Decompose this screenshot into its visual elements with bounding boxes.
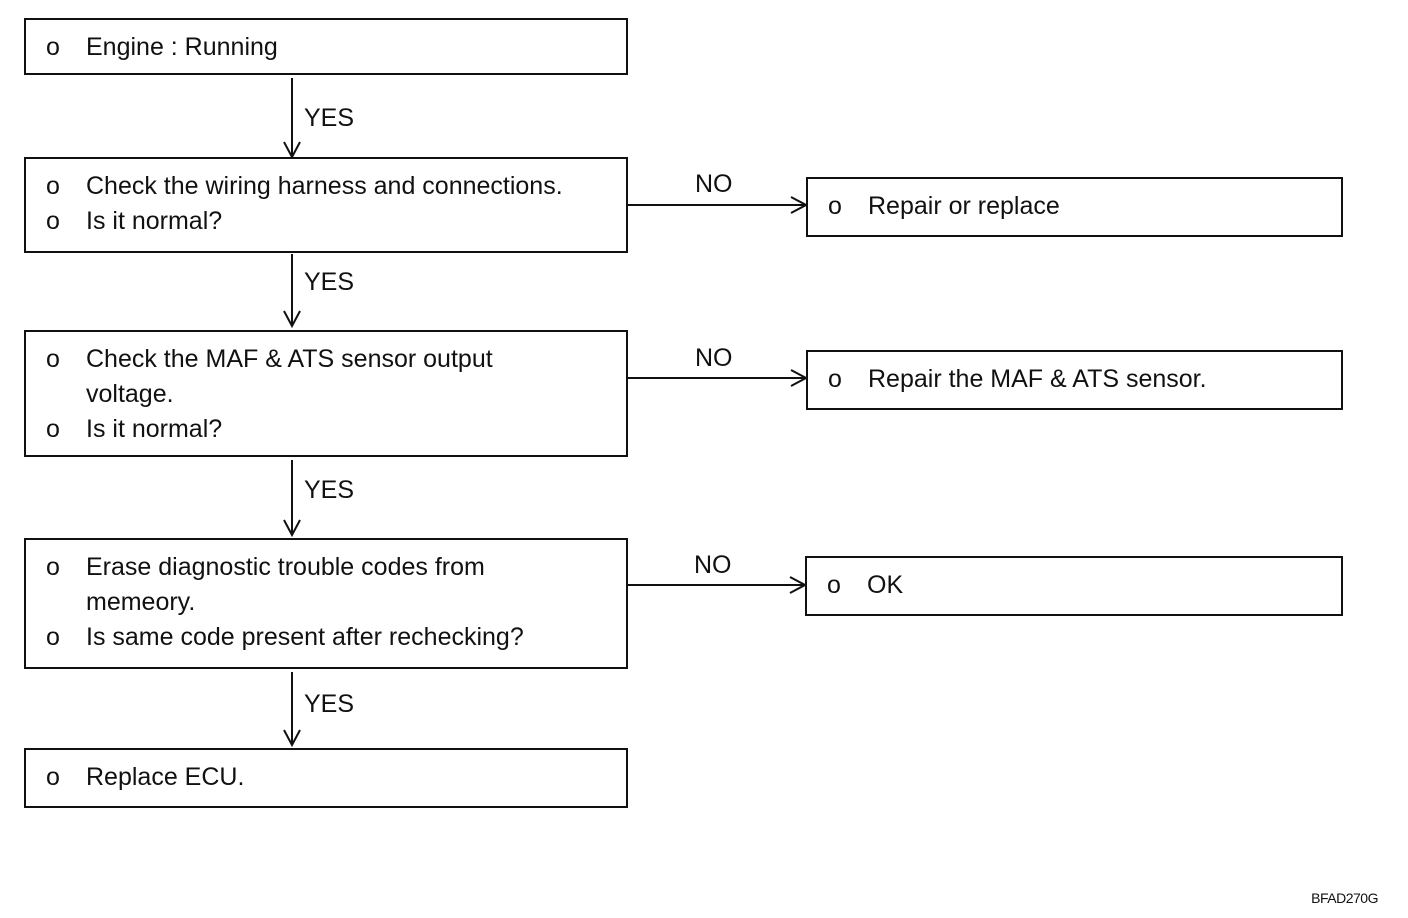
bullet: o bbox=[827, 571, 841, 599]
step-erase-codes: o Erase diagnostic trouble codes from mem… bbox=[24, 538, 628, 669]
outcome-repair-or-replace: o Repair or replace bbox=[806, 177, 1343, 237]
step-engine-running: o Engine : Running bbox=[24, 18, 628, 75]
figure-code: BFAD270G bbox=[1311, 890, 1378, 906]
step-text: Engine : Running bbox=[86, 33, 278, 61]
no-label-2: NO bbox=[695, 344, 733, 372]
bullet: o bbox=[46, 553, 60, 581]
yes-label-4: YES bbox=[304, 690, 355, 718]
outcome-text: Repair or replace bbox=[868, 192, 1060, 220]
bullet: o bbox=[46, 207, 60, 235]
bullet: o bbox=[46, 172, 60, 200]
bullet: o bbox=[828, 365, 842, 393]
step-text: Check the wiring harness and connections… bbox=[86, 172, 563, 200]
step-question: Is same code present after rechecking? bbox=[86, 623, 524, 651]
step-check-maf-ats: o Check the MAF & ATS sensor output volta… bbox=[24, 330, 628, 457]
bullet: o bbox=[828, 192, 842, 220]
bullet: o bbox=[46, 415, 60, 443]
step-check-wiring: o Check the wiring harness and connection… bbox=[24, 157, 628, 253]
no-label-3: NO bbox=[694, 551, 732, 579]
yes-label-3: YES bbox=[304, 476, 355, 504]
step-text: Replace ECU. bbox=[86, 763, 245, 791]
outcome-text: Repair the MAF & ATS sensor. bbox=[868, 365, 1207, 393]
step-replace-ecu: o Replace ECU. bbox=[24, 748, 628, 808]
bullet: o bbox=[46, 345, 60, 373]
outcome-repair-maf-ats: o Repair the MAF & ATS sensor. bbox=[806, 350, 1343, 410]
bullet: o bbox=[46, 33, 60, 61]
outcome-ok: o OK bbox=[805, 556, 1343, 616]
bullet: o bbox=[46, 763, 60, 791]
yes-label-2: YES bbox=[304, 268, 355, 296]
step-text: Erase diagnostic trouble codes from meme… bbox=[86, 553, 485, 616]
step-question: Is it normal? bbox=[86, 415, 223, 443]
step-question: Is it normal? bbox=[86, 207, 223, 235]
no-label-1: NO bbox=[695, 170, 733, 198]
bullet: o bbox=[46, 623, 60, 651]
step-text: Check the MAF & ATS sensor output voltag… bbox=[86, 345, 493, 408]
outcome-text: OK bbox=[867, 571, 904, 599]
yes-label-1: YES bbox=[304, 104, 355, 132]
